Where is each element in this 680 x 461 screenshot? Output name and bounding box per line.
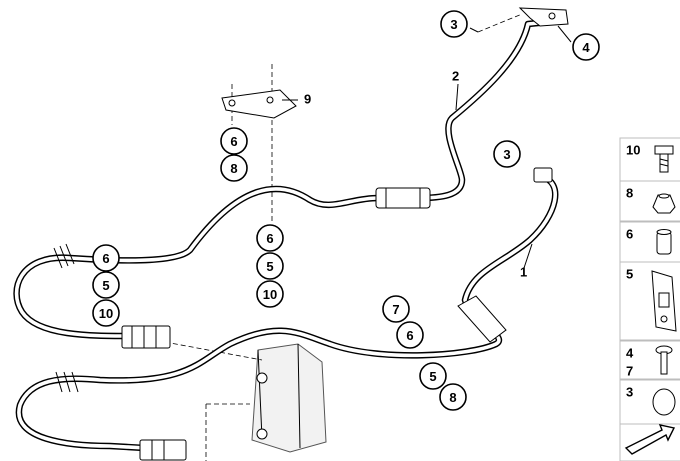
callout-c5b: 5 [92,271,120,299]
hose-2-label: 2 [452,69,459,84]
callout-number: 10 [263,287,277,302]
callout-c8a: 8 [220,154,248,182]
callout-c6d: 6 [396,321,424,349]
callout-c10b: 10 [92,299,120,327]
oil-cooler [205,343,327,461]
legend-number: 4 [626,346,634,361]
nut-icon [652,193,676,214]
callout-c7: 7 [382,295,410,323]
callout-c5c: 5 [256,252,284,280]
legend-row-l10: 10 [619,137,680,183]
hose-2-upper [13,7,569,349]
legend-row-larrow [619,423,680,461]
legend-row-l6: 6 [619,221,680,263]
sleeve-icon [656,229,672,255]
callout-number: 3 [450,17,457,32]
legend-number: 8 [626,186,633,201]
legend-row-l5: 5 [619,261,680,341]
callout-c6a: 6 [220,127,248,155]
legend-row-l3: 3 [619,379,680,425]
callout-number: 8 [449,390,456,405]
o-ring-icon [652,388,676,416]
legend-number: 5 [626,267,633,282]
callout-number: 7 [392,302,399,317]
callout-c6c: 6 [256,224,284,252]
direction-arrow-icon [624,424,676,455]
hose-1-return [15,167,559,461]
callout-number: 10 [99,306,113,321]
callout-number: 8 [230,161,237,176]
callout-number: 6 [102,251,109,266]
callout-number: 3 [503,147,510,162]
callout-c8d: 8 [439,383,467,411]
callout-c3a: 3 [440,10,479,38]
callout-number: 6 [406,328,413,343]
callout-c4: 4 [557,25,600,61]
legend-row-l8: 8 [619,180,680,222]
callout-number: 6 [266,231,273,246]
callout-c10c: 10 [256,280,284,308]
callout-c5d: 5 [419,362,447,390]
callout-c6b: 6 [92,244,120,272]
clip-icon [651,270,677,332]
bolt-icon [654,145,674,173]
legend-number: 6 [626,227,633,242]
bracket-label: 9 [304,92,311,107]
callout-number: 5 [266,259,273,274]
legend-number: 7 [626,364,633,379]
legend-row-l47: 47 [619,340,680,380]
hose-1-label: 1 [520,265,527,280]
legend-number: 10 [626,143,640,158]
callout-c3b: 3 [493,140,521,168]
callout-number: 5 [429,369,436,384]
legend-number: 3 [626,385,633,400]
callout-number: 4 [582,40,590,55]
callout-number: 5 [102,278,109,293]
screw-icon [655,345,673,375]
callout-number: 6 [230,134,237,149]
bracket-9: 9 [221,89,311,119]
